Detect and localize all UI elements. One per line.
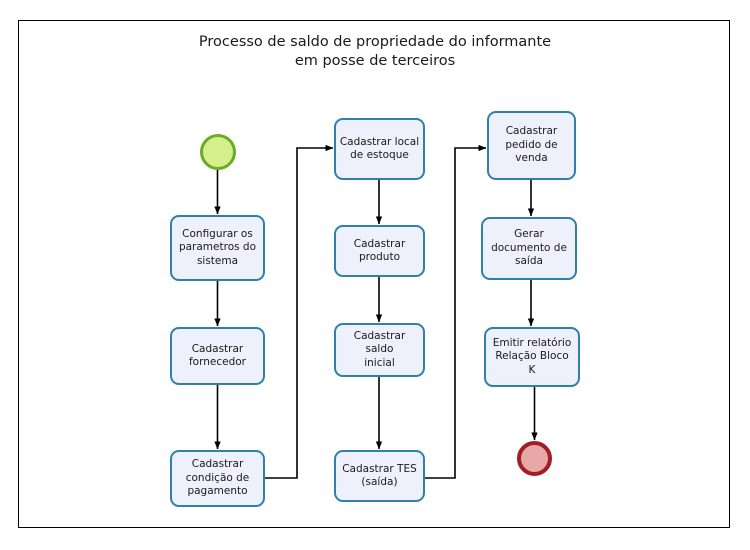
node-gerar-documento-saida[interactable]: Gerar documento de saída — [481, 217, 577, 280]
node-emitir-relatorio-bloco-k[interactable]: Emitir relatório Relação Bloco K — [484, 327, 580, 387]
node-cadastrar-pedido-venda[interactable]: Cadastrar pedido de venda — [487, 111, 576, 180]
node-cadastrar-saldo-inicial[interactable]: Cadastrar saldo inicial — [334, 323, 425, 377]
node-cadastrar-local-estoque[interactable]: Cadastrar local de estoque — [334, 118, 425, 180]
start-node[interactable] — [200, 134, 236, 170]
diagram-title: Processo de saldo de propriedade do info… — [198, 34, 552, 69]
node-cadastrar-produto[interactable]: Cadastrar produto — [334, 225, 425, 277]
node-cadastrar-tes-saida[interactable]: Cadastrar TES (saída) — [334, 450, 425, 502]
end-node[interactable] — [517, 441, 552, 476]
node-cadastrar-fornecedor[interactable]: Cadastrar fornecedor — [170, 327, 265, 385]
node-cadastrar-condicao-pagamento[interactable]: Cadastrar condição de pagamento — [170, 450, 265, 507]
node-configurar-parametros[interactable]: Configurar os parametros do sistema — [170, 215, 265, 281]
